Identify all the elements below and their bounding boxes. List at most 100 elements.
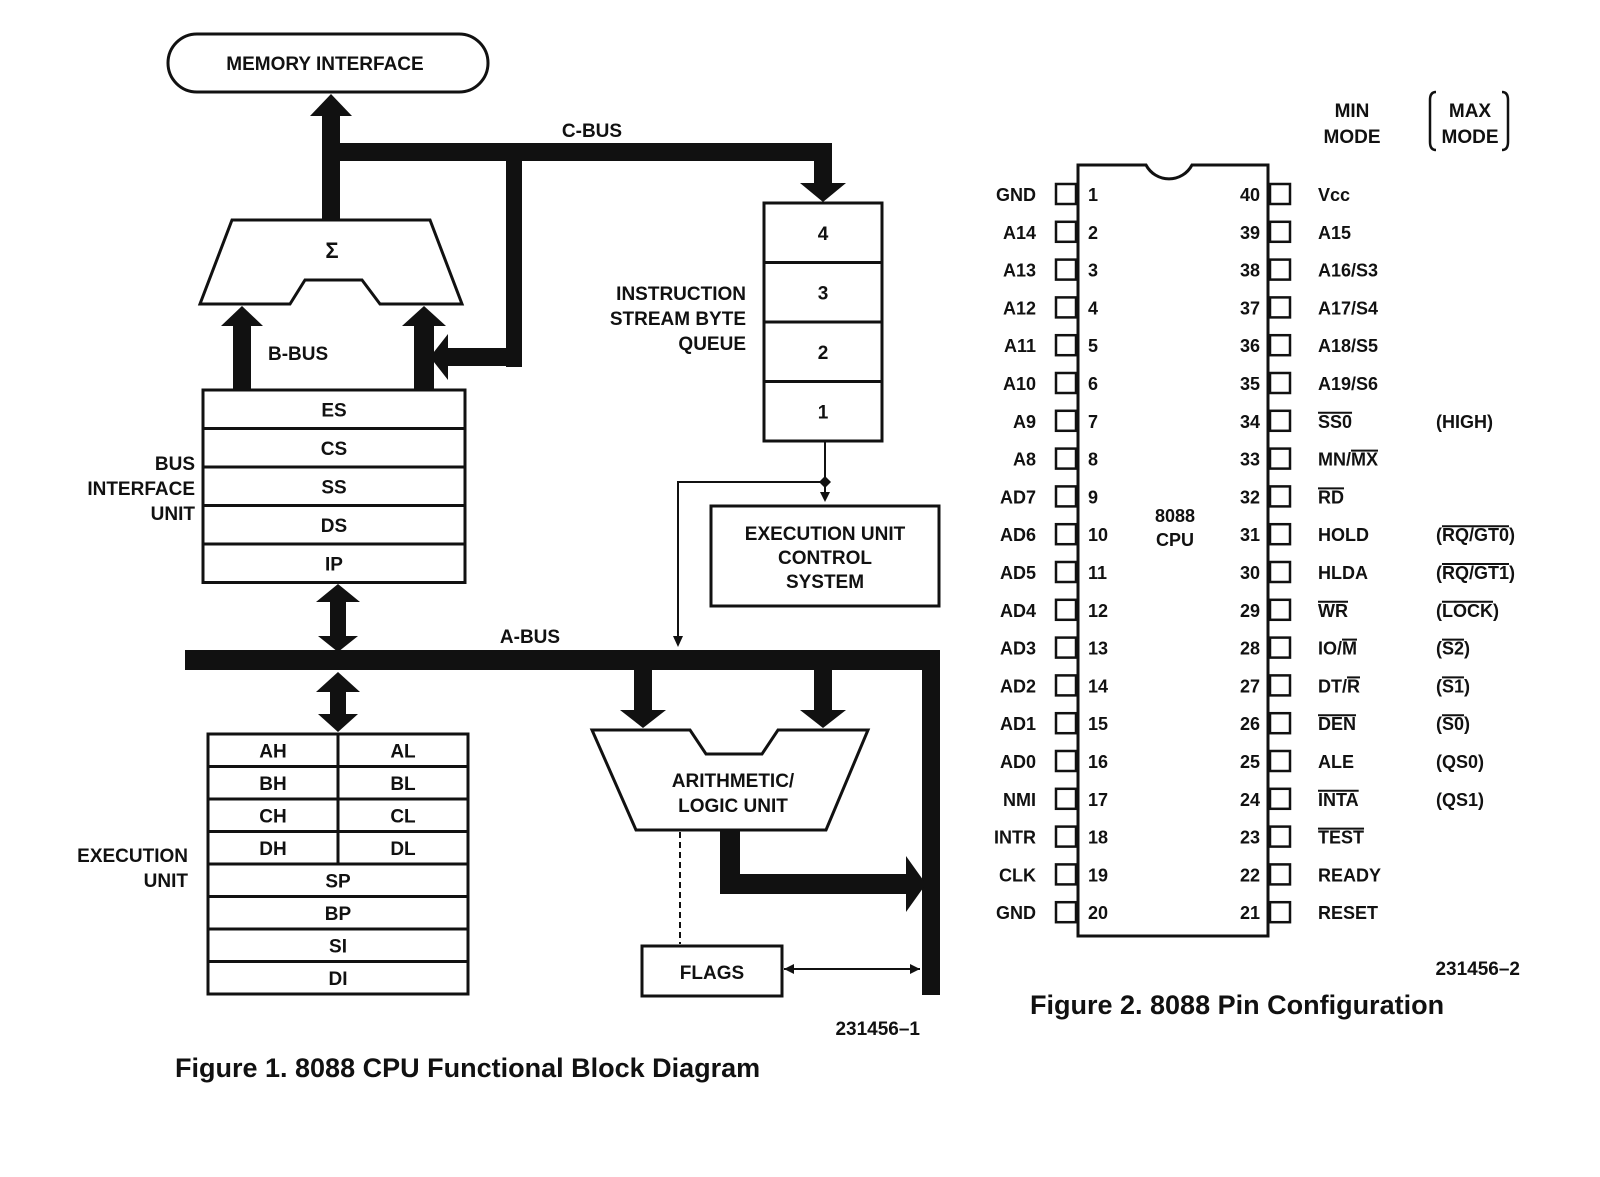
register-high-label: BH bbox=[259, 774, 286, 795]
a-bus-label: A-BUS bbox=[500, 627, 560, 648]
memory-interface-box bbox=[166, 32, 490, 94]
pin-pad bbox=[1054, 220, 1078, 244]
pin-name: AD5 bbox=[1000, 563, 1036, 583]
a-bus bbox=[185, 650, 940, 995]
biu-register: IP bbox=[201, 542, 467, 584]
pin-number: 3 bbox=[1088, 261, 1098, 281]
pin-name: AD7 bbox=[1000, 487, 1036, 507]
pin-number: 38 bbox=[1240, 261, 1260, 281]
pin-number: 26 bbox=[1240, 714, 1260, 734]
pin-name: A14 bbox=[1003, 223, 1036, 243]
register-cell bbox=[201, 504, 467, 546]
alu bbox=[589, 728, 871, 832]
control-line-markers bbox=[673, 476, 831, 647]
pin-number: 37 bbox=[1240, 298, 1260, 318]
pin-number: 40 bbox=[1240, 185, 1260, 205]
pin-max-mode-name: (LOCK) bbox=[1436, 601, 1499, 621]
pin-number: 33 bbox=[1240, 450, 1260, 470]
pin-name: A15 bbox=[1318, 223, 1351, 243]
pin-name: HOLD bbox=[1318, 525, 1369, 545]
max-mode-bracket-left bbox=[1428, 90, 1437, 152]
register-cell bbox=[206, 765, 340, 801]
flags-abus-link bbox=[784, 964, 920, 974]
pin-pad bbox=[1054, 485, 1078, 508]
pin-number: 10 bbox=[1088, 525, 1108, 545]
queue-slot-cell bbox=[762, 261, 884, 324]
min-mode-header: MIN bbox=[1335, 101, 1370, 122]
pin-number: 21 bbox=[1240, 903, 1260, 923]
queue-label: INSTRUCTION STREAM BYTE QUEUE bbox=[610, 284, 746, 355]
pin-number: 8 bbox=[1088, 450, 1098, 470]
pin-name: A16/S3 bbox=[1318, 261, 1378, 281]
pin-name: AD4 bbox=[1000, 601, 1036, 621]
pin-pad bbox=[1268, 409, 1292, 433]
eu-control-line: EXECUTION UNIT bbox=[745, 524, 906, 545]
pin-pad bbox=[1268, 258, 1292, 281]
pin-name: A18/S5 bbox=[1318, 336, 1378, 356]
max-mode-header: MODE bbox=[1442, 127, 1499, 148]
pin-name: AD2 bbox=[1000, 676, 1036, 696]
sigma-symbol: Σ bbox=[325, 238, 338, 263]
pin-pad bbox=[1268, 825, 1292, 848]
memory-interface-label: MEMORY INTERFACE bbox=[226, 54, 423, 75]
register-label: BP bbox=[325, 904, 352, 925]
queue-slot-number: 3 bbox=[818, 283, 829, 304]
pin-name: AD0 bbox=[1000, 752, 1036, 772]
queue-label-line: STREAM BYTE bbox=[610, 309, 746, 330]
pin-name: INTR bbox=[994, 828, 1036, 848]
alu-output-arrow bbox=[720, 830, 926, 912]
register-low-label: CL bbox=[390, 806, 416, 827]
pin-pad bbox=[1054, 825, 1078, 848]
pin-pad bbox=[1268, 296, 1292, 319]
pin-max-mode-name: (S2) bbox=[1436, 639, 1470, 659]
pin-name: Vcc bbox=[1318, 185, 1350, 205]
pin-number: 30 bbox=[1240, 563, 1260, 583]
pin-name: A19/S6 bbox=[1318, 374, 1378, 394]
pin-name: SS0 bbox=[1318, 412, 1352, 432]
queue-slot-cell bbox=[762, 380, 884, 443]
pin-pad bbox=[1268, 447, 1292, 470]
pin-name: DEN bbox=[1318, 714, 1356, 734]
pin-pad bbox=[1268, 522, 1292, 546]
eu-label-line: EXECUTION bbox=[77, 846, 188, 867]
pin-number: 19 bbox=[1088, 865, 1108, 885]
pin-pad bbox=[1054, 258, 1078, 281]
biu-label-line: BUS bbox=[155, 454, 195, 475]
pin-pad bbox=[1268, 182, 1292, 206]
flags-box bbox=[640, 944, 784, 998]
address-adder bbox=[197, 218, 465, 306]
register-label: DS bbox=[321, 516, 347, 537]
queue-slot: 3 bbox=[762, 261, 884, 324]
pin-pad bbox=[1268, 371, 1292, 395]
pin-pad bbox=[1054, 560, 1078, 584]
pin-name: IO/M bbox=[1318, 639, 1357, 659]
register-label: CS bbox=[321, 439, 347, 460]
pin-number: 36 bbox=[1240, 336, 1260, 356]
pin-name: NMI bbox=[1003, 790, 1036, 810]
pin: 38 A16/S3 bbox=[1240, 258, 1378, 281]
pin-pad bbox=[1268, 485, 1292, 508]
pin-pad bbox=[1054, 296, 1078, 319]
pin-pad bbox=[1268, 333, 1292, 357]
chip-label: 8088 bbox=[1155, 506, 1195, 526]
pin: 36 A18/S5 bbox=[1240, 333, 1378, 357]
pin-name: A11 bbox=[1004, 336, 1036, 356]
pin-pad bbox=[1268, 598, 1292, 622]
pin-max-mode-name: (RQ/GT0) bbox=[1436, 525, 1515, 545]
